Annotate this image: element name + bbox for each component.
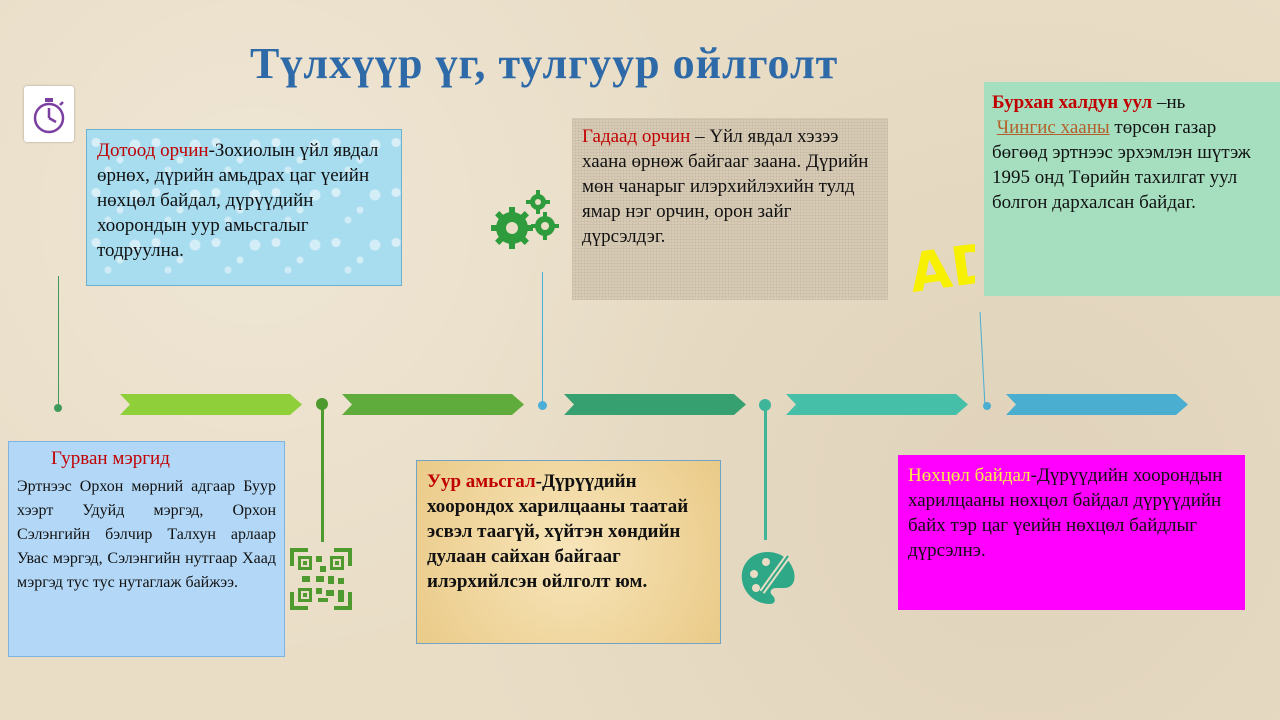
connector-mood	[764, 405, 767, 540]
qr-code-icon	[290, 548, 352, 610]
connector-dot-burkhan	[983, 402, 991, 410]
atmosphere-heading: Уур амьсгал	[427, 471, 536, 492]
connector-burkhan	[979, 312, 986, 406]
outer-environment-text: – Үйл явдал хэзээ хаана өрнөж байгааг за…	[582, 126, 869, 247]
timeline-arrow-5	[1006, 394, 1188, 415]
chinggis-khaan-link[interactable]: Чингис хааны	[996, 117, 1110, 138]
outer-environment-heading: Гадаад орчин	[582, 126, 691, 147]
timeline-arrow-3	[564, 394, 746, 415]
atmosphere-text: -Дүрүүдийн хоорондох харилцааны таатай э…	[427, 471, 689, 592]
connector-dot-inner	[54, 404, 62, 412]
situation-box: Нөхцөл байдал-Дүрүүдийн хоорондын харилц…	[898, 455, 1245, 610]
connector-inner	[58, 276, 59, 408]
slide-title: Түлхүүр үг, тулгуур ойлголт	[250, 39, 839, 88]
ad-text-icon: AD	[905, 231, 1001, 305]
outer-environment-box: Гадаад орчин – Үйл явдал хэзээ хаана өрн…	[572, 118, 888, 300]
burkhan-khaldun-heading: Бурхан халдун уул	[992, 92, 1153, 113]
atmosphere-box: Уур амьсгал-Дүрүүдийн хоорондох харилцаа…	[416, 460, 721, 644]
inner-environment-heading: Дотоод орчин	[97, 140, 209, 161]
timeline-arrow-2	[342, 394, 524, 415]
situation-heading: Нөхцөл байдал	[908, 465, 1031, 486]
connector-dot-outer	[538, 401, 547, 410]
timeline-arrow-4	[786, 394, 968, 415]
inner-environment-box: Дотоод орчин-Зохиолын үйл явдал өрнөх, д…	[86, 129, 402, 286]
connector-three	[321, 404, 324, 542]
palette-icon	[738, 548, 798, 608]
burkhan-khaldun-box: Бурхан халдун уул –нь Чингис хааны төрсө…	[984, 82, 1280, 296]
connector-outer	[542, 272, 543, 406]
three-merkits-heading: Гурван мэргид	[51, 448, 170, 469]
timeline-arrow-1	[120, 394, 302, 415]
burkhan-khaldun-text-b: төрсөн газар бөгөөд эртнээс эрхэмлэн шүт…	[992, 117, 1251, 213]
svg-text:AD: AD	[906, 232, 975, 298]
inner-environment-text: -Зохиолын үйл явдал өрнөх, дүрийн амьдра…	[97, 140, 379, 261]
stopwatch-icon	[24, 86, 74, 142]
three-merkits-box: Гурван мэргид Эртнээс Орхон мөрний адгаа…	[8, 441, 285, 657]
situation-text: -Дүрүүдийн хоорондын харилцааны нөхцөл б…	[908, 465, 1223, 561]
three-merkits-text: Эртнээс Орхон мөрний адгаар Буур хээрт У…	[17, 478, 276, 591]
gears-icon	[490, 190, 565, 252]
burkhan-khaldun-text-a: –нь	[1152, 92, 1186, 113]
